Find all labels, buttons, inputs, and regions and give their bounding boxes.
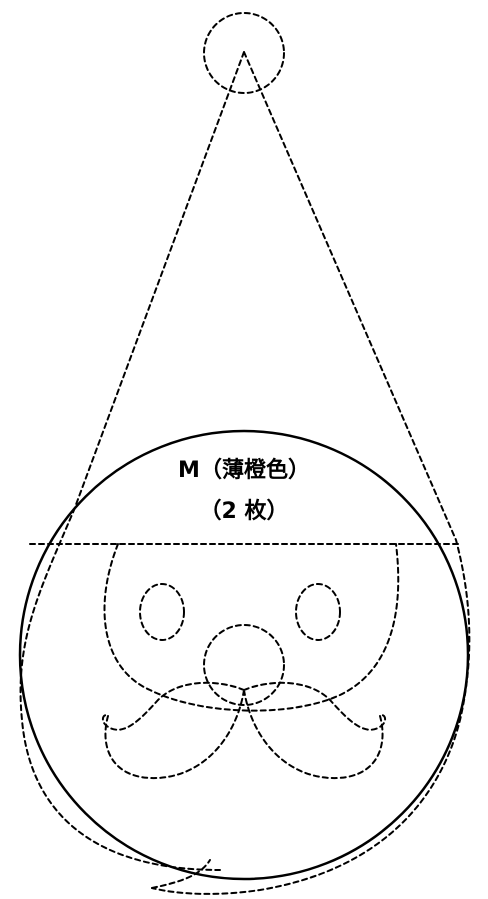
right-eye-outline [295, 583, 341, 641]
piece-label-line1: M（薄橙色） [178, 457, 310, 483]
mustache-outline [102, 681, 386, 780]
nose-outline [203, 624, 285, 706]
face-outline [103, 543, 400, 712]
hat-tail-outline [151, 859, 211, 889]
piece-label-line2: （2 枚） [200, 498, 289, 524]
hat-outline [19, 51, 471, 895]
left-eye-outline [139, 583, 185, 641]
pompom-outline [203, 12, 285, 94]
head-piece-outline [18, 429, 470, 881]
